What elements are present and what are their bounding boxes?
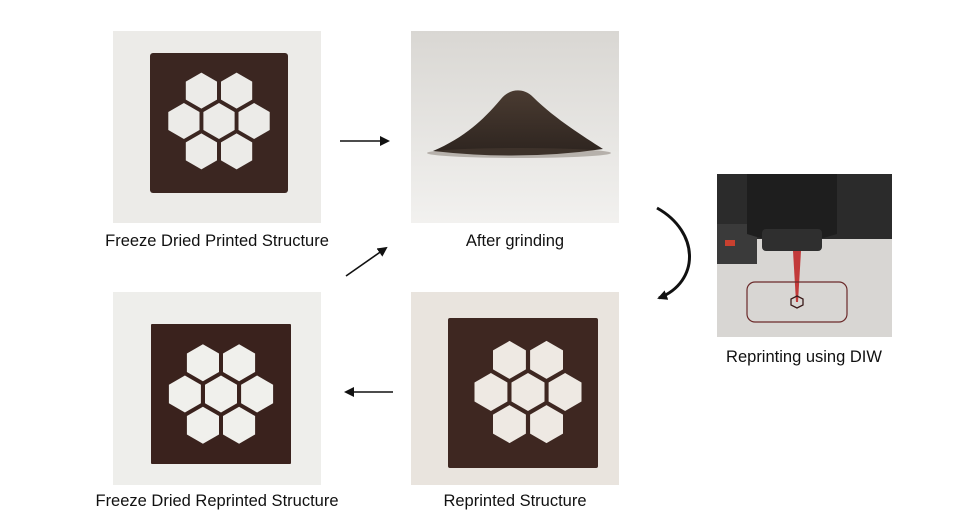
hexagon-hole — [221, 72, 253, 109]
hexagon-hole — [203, 103, 235, 139]
hexagon-hole — [493, 340, 526, 379]
hexagon-hole — [238, 103, 270, 139]
hexagon-hole — [186, 344, 219, 382]
hexagon-holes — [168, 72, 270, 170]
curved-arrow-icon — [656, 206, 691, 300]
caption-after-grinding: After grinding — [465, 232, 565, 250]
hexagon-hole — [223, 406, 256, 444]
arrow-diagonal-to-grinding — [345, 246, 388, 277]
reprinted-structure-image — [411, 292, 619, 485]
hexagon-hole — [185, 133, 217, 170]
hexagon-hole — [511, 373, 545, 411]
hexagon-hole — [474, 373, 508, 411]
hexagon-hole — [205, 375, 237, 413]
photo-after-grinding — [411, 31, 619, 223]
photo-freeze-dried-printed-structure — [113, 31, 321, 223]
hexagon-holes — [474, 340, 582, 444]
caption-reprinted-structure: Reprinted Structure — [443, 492, 587, 510]
hexagon-hole — [168, 375, 201, 413]
photo-freeze-dried-reprinted-structure — [113, 292, 321, 485]
hexagon-hole — [168, 103, 200, 139]
hexagon-hole — [530, 340, 563, 379]
hexagon-hole — [493, 405, 526, 444]
hexagon-holes — [168, 344, 274, 444]
caption-freeze-dried-reprinted-structure: Freeze Dried Reprinted Structure — [95, 492, 339, 510]
hexagon-hole — [530, 405, 563, 444]
diw-printer-image — [717, 174, 892, 337]
hexagon-hole — [223, 344, 256, 382]
photo-reprinted-structure — [411, 292, 619, 485]
freeze-dried-printed-structure-image — [113, 31, 321, 223]
hexagon-hole — [241, 375, 274, 413]
caption-freeze-dried-printed-structure: Freeze Dried Printed Structure — [105, 232, 329, 250]
caption-reprinting-using-diw: Reprinting using DIW — [726, 348, 882, 366]
freeze-dried-reprinted-structure-image — [113, 292, 321, 485]
hexagon-hole — [186, 406, 219, 444]
ground-powder-image — [411, 31, 619, 223]
hexagon-hole — [548, 373, 582, 411]
hexagon-hole — [221, 133, 253, 170]
photo-reprinting-using-diw — [717, 174, 892, 337]
hexagon-hole — [185, 72, 217, 109]
